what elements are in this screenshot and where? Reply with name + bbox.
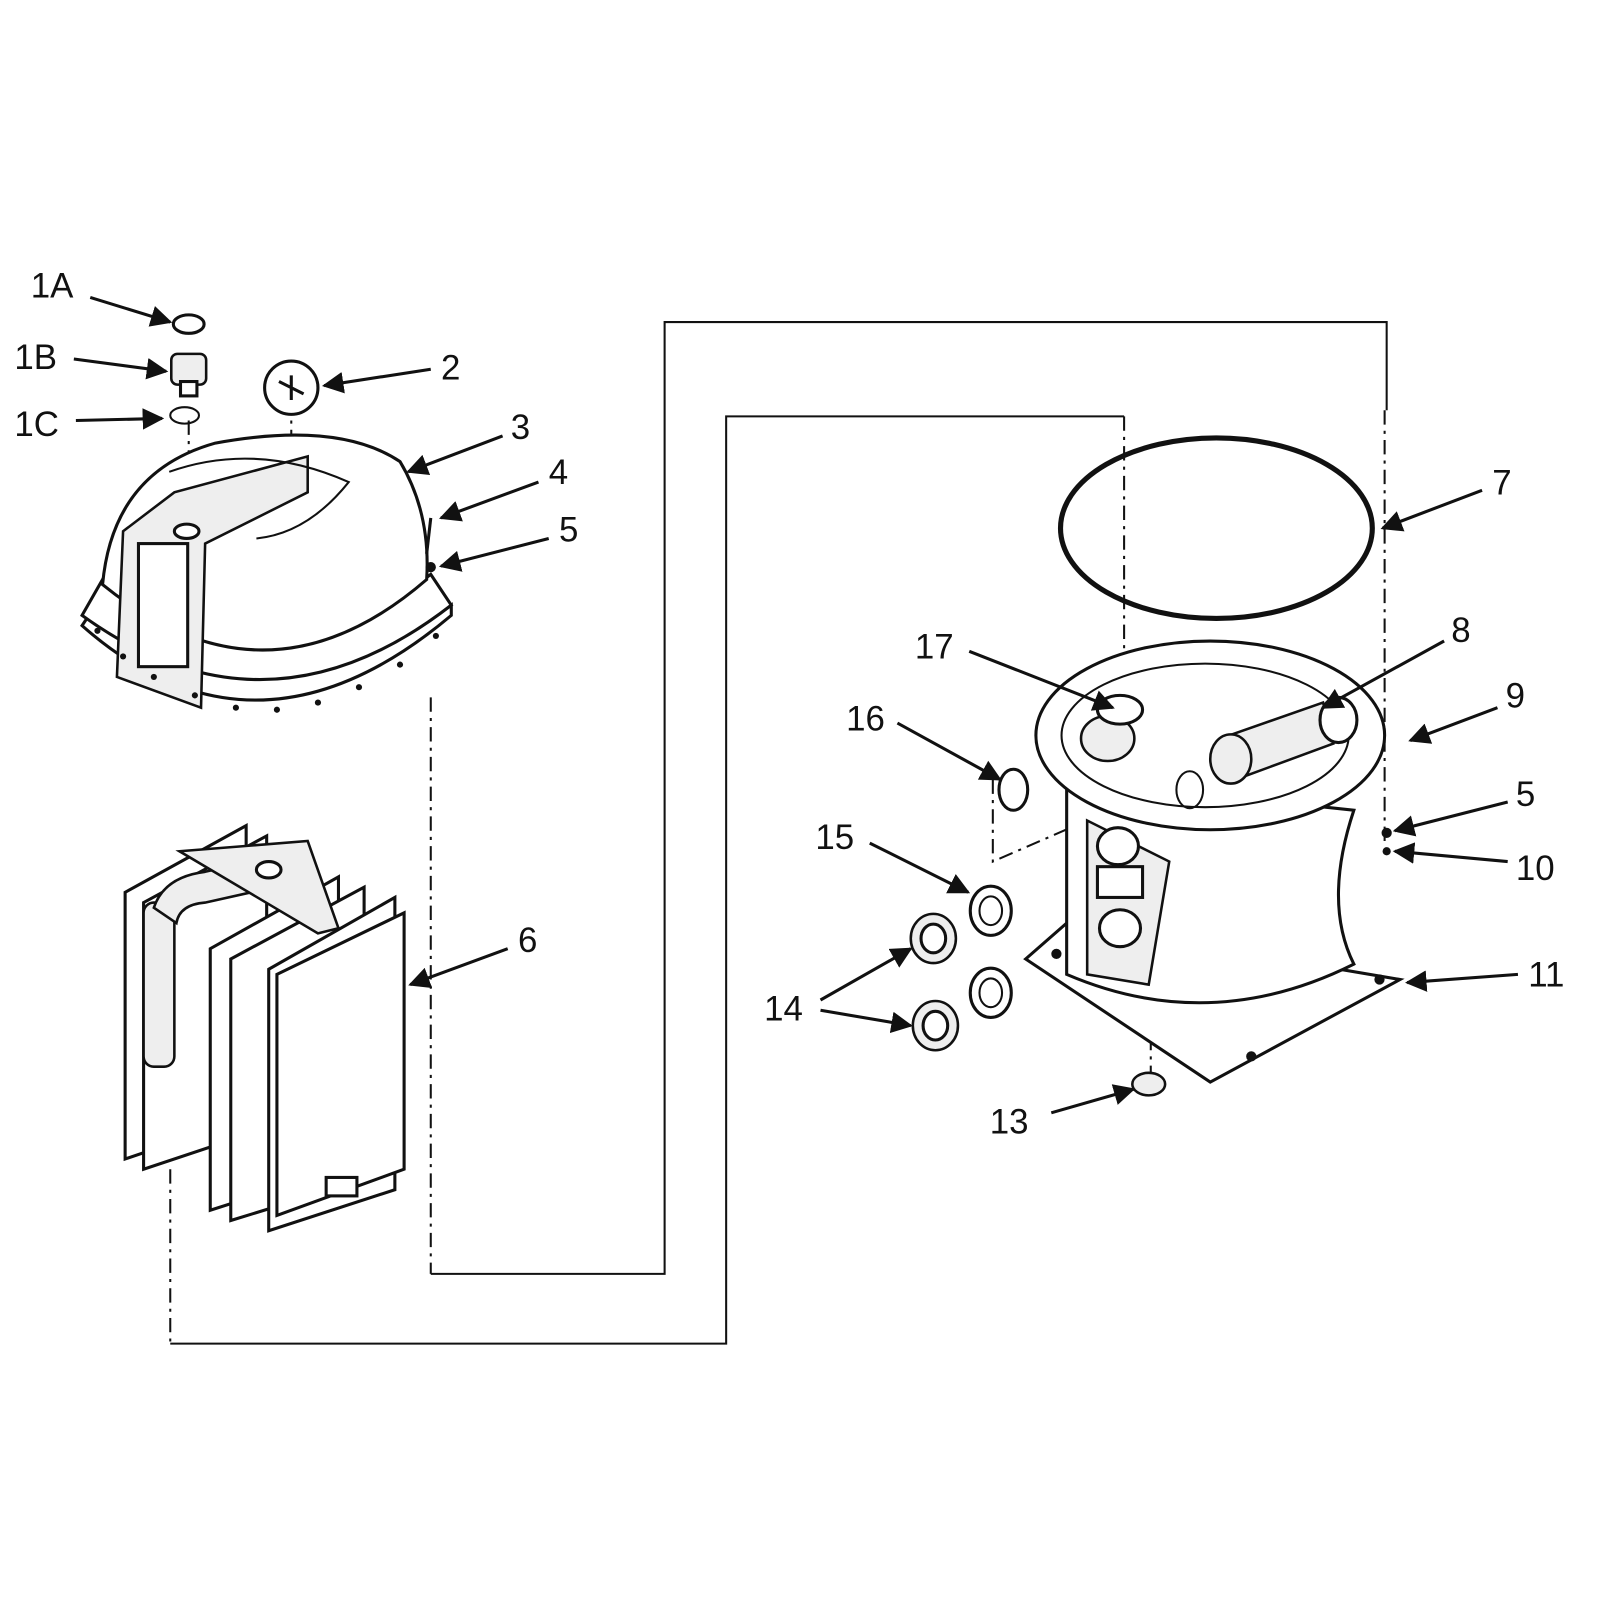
- part-14-adapters: [909, 912, 960, 1052]
- part-5-washer: [425, 562, 436, 573]
- label-3: 3: [511, 408, 530, 447]
- label-11: 11: [1528, 956, 1564, 995]
- label-5-right: 5: [1516, 775, 1535, 814]
- part-7-tank-oring: [1057, 435, 1375, 622]
- filter-lid: [80, 433, 454, 710]
- part-1a-cap: [171, 313, 206, 335]
- label-8: 8: [1451, 611, 1470, 650]
- label-1a: 1A: [31, 266, 74, 305]
- label-5: 5: [559, 511, 578, 550]
- label-16: 16: [846, 699, 885, 738]
- tank-port-17: [1079, 693, 1145, 763]
- lid-bolt-holes: [94, 627, 439, 713]
- part-13-drain-plug: [1131, 1071, 1167, 1097]
- label-1b: 1B: [14, 338, 57, 377]
- label-7: 7: [1492, 463, 1511, 502]
- part-2-gauge: [263, 359, 320, 416]
- filter-grid-assembly: [123, 823, 406, 1233]
- part-5-washer-right: [1381, 827, 1392, 838]
- label-14: 14: [764, 990, 803, 1029]
- part-4-pin: [425, 517, 433, 555]
- part-15-locknuts: [968, 884, 1013, 1019]
- part-labels: 1A 1B 1C 2 3 4 5 6 7 17 8 16 9 5 15 10 1…: [14, 266, 1564, 1141]
- part-1c-oring: [169, 406, 200, 425]
- label-15: 15: [815, 818, 854, 857]
- label-2: 2: [441, 348, 460, 387]
- label-1c: 1C: [14, 405, 59, 444]
- leader-arrows: [73, 295, 1519, 1115]
- label-10: 10: [1516, 849, 1555, 888]
- part-1b-fitting: [170, 352, 208, 398]
- label-4: 4: [549, 453, 568, 492]
- label-9: 9: [1506, 677, 1525, 716]
- label-13: 13: [990, 1102, 1029, 1141]
- filter-tank: [1023, 639, 1405, 1084]
- part-16-oring: [997, 767, 1030, 812]
- label-17: 17: [915, 627, 954, 666]
- part-10-washer: [1382, 847, 1391, 856]
- label-6: 6: [518, 921, 537, 960]
